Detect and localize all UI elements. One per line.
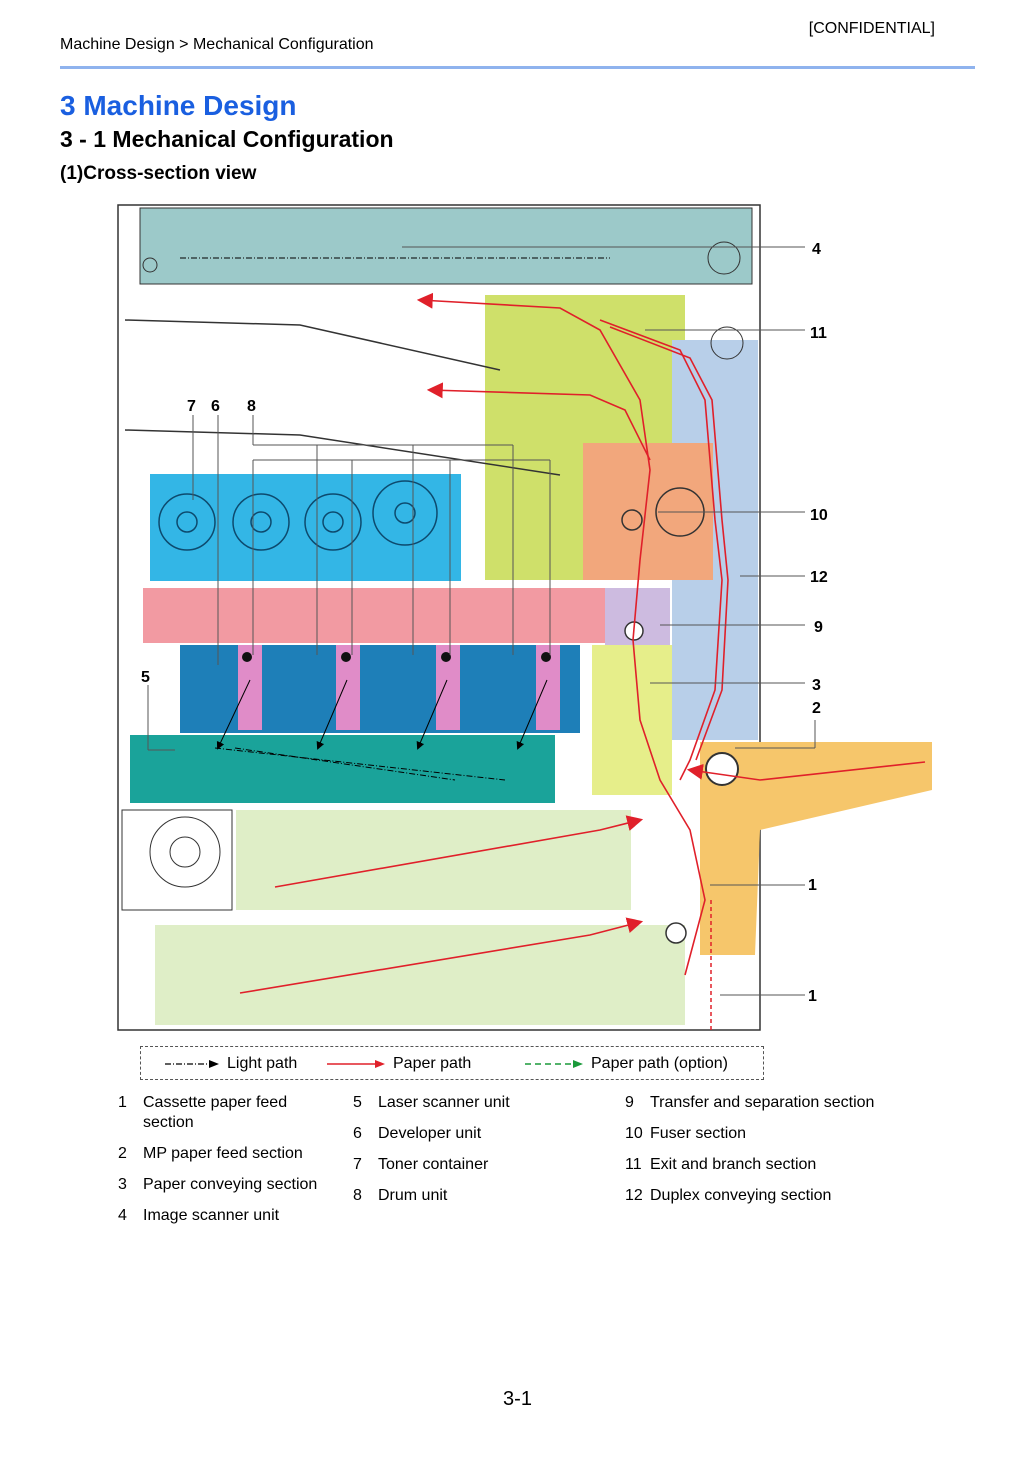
transfer-belt-region <box>143 588 611 643</box>
scanner-region <box>139 207 753 285</box>
toner-region-3 <box>297 474 369 581</box>
callout-7: 7 <box>187 398 196 415</box>
callout-9: 9 <box>814 619 823 636</box>
toner-region-2 <box>225 474 297 581</box>
toner-region-4 <box>369 474 461 581</box>
legend-light-path-label: Light path <box>227 1055 298 1072</box>
legend: Light path Paper path Paper path (option… <box>140 1046 764 1080</box>
callout-12: 12 <box>810 569 828 586</box>
callout-6: 6 <box>211 398 220 415</box>
machine-frame <box>117 204 761 1031</box>
legend-paper-path-option: Paper path (option) <box>525 1055 728 1073</box>
callout-4: 4 <box>812 241 821 258</box>
header-divider <box>60 66 975 69</box>
cassette-region-2 <box>155 925 685 1025</box>
subsection-title: (1)Cross-section view <box>60 163 257 184</box>
callout-1-upper: 1 <box>808 877 817 894</box>
section-title: 3 - 1 Mechanical Configuration <box>60 126 394 152</box>
laser-region <box>130 735 555 803</box>
callout-3: 3 <box>812 677 821 694</box>
cross-section-diagram: 4 11 7 6 8 10 12 9 5 3 2 1 1 <box>117 204 932 1031</box>
legend-paper-path-label: Paper path <box>393 1055 472 1072</box>
callout-2: 2 <box>812 700 821 717</box>
paper-path-arrow-icon <box>327 1060 385 1068</box>
toner-region-1 <box>150 474 226 581</box>
callout-8: 8 <box>247 398 256 415</box>
legend-light-path: Light path <box>165 1055 297 1073</box>
conveying-region <box>592 645 672 795</box>
page-number: 3-1 <box>503 1388 532 1410</box>
callout-5: 5 <box>141 669 150 686</box>
callout-1-lower: 1 <box>808 988 817 1005</box>
chapter-title: 3 Machine Design <box>60 90 297 121</box>
light-path-arrow-icon <box>165 1060 219 1068</box>
legend-paper-path-option-label: Paper path (option) <box>591 1055 728 1072</box>
callout-11: 11 <box>810 325 827 342</box>
legend-paper-path: Paper path <box>327 1055 471 1073</box>
confidential-label: [CONFIDENTIAL] <box>808 20 935 37</box>
mp-feed-region <box>700 742 932 955</box>
breadcrumb: Machine Design > Mechanical Configuratio… <box>60 36 374 53</box>
paper-path-option-arrow-icon <box>525 1060 583 1068</box>
callout-10: 10 <box>810 507 828 524</box>
